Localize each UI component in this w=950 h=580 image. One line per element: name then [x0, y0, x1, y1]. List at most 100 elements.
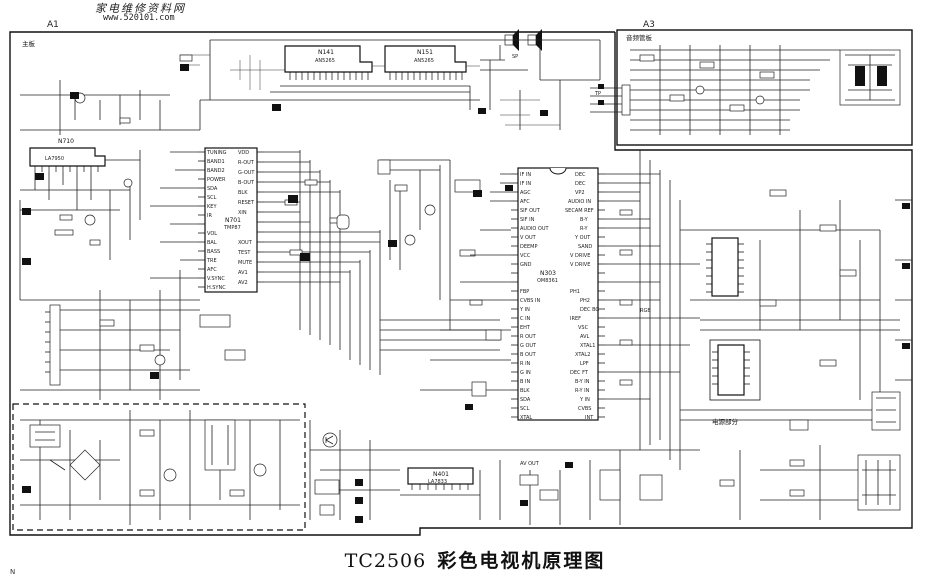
pin-label: CVBS — [578, 406, 591, 412]
ic-n141-part: AN5265 — [315, 58, 335, 64]
rgb-label: RGB — [640, 308, 651, 314]
ic-n151-ref: N151 — [417, 49, 433, 56]
power-section-label: 电源部分 — [712, 417, 739, 426]
ic-n710-ref: N710 — [58, 138, 74, 145]
pin-label: B IN — [520, 379, 530, 385]
pin-label: IF IN — [520, 172, 531, 178]
pin-label: POWER — [207, 177, 226, 183]
pin-label: XOUT — [238, 240, 253, 246]
av-board-frame — [616, 29, 913, 146]
pin-label: R-OUT — [238, 160, 255, 166]
speaker-label: SP — [512, 54, 518, 60]
power-section — [20, 410, 300, 525]
pin-label: DEC FT — [570, 370, 589, 376]
pin-label: SAND — [578, 244, 592, 250]
pin-label: CVBS IN — [520, 298, 540, 304]
left-middle-section — [20, 258, 246, 400]
pin-label: BASS — [207, 249, 220, 255]
pin-label: XTAL — [520, 415, 532, 421]
pin-label: EHT — [520, 325, 531, 331]
ic-n701-left-pins: TUNING BAND1 BAND2 POWER SDA SCL KEY IR … — [206, 150, 227, 291]
pin-label: Y IN — [519, 307, 530, 313]
crystal — [336, 214, 350, 230]
pin-label: VSC — [578, 325, 589, 331]
ic-n701: N701 TMP87 TUNING BAND1 BAND2 POWER SDA … — [150, 147, 381, 375]
bridge-rectifier — [69, 449, 101, 481]
section-a1-label: A1 — [47, 20, 59, 30]
pin-label: SCL — [207, 195, 217, 201]
pin-label: VDD — [238, 150, 249, 156]
pin-label: PH2 — [580, 298, 590, 304]
pin-label: VCC — [520, 253, 531, 259]
corner-mark: N — [10, 568, 16, 576]
pin-label: IR — [207, 213, 212, 219]
pin-label: R IN — [520, 361, 531, 367]
center-section — [377, 159, 513, 351]
pin-label: R OUT — [520, 334, 537, 340]
right-section — [680, 189, 912, 520]
pin-label: BLK — [520, 388, 530, 394]
pin-label: FBP — [520, 289, 529, 295]
pin-label: XTAL1 — [580, 343, 595, 349]
pin-label: SIF OUT — [520, 208, 541, 214]
pin-label: AUDIO OUT — [520, 226, 550, 232]
diagram-caption: TC2506 彩色电视机原理图 — [0, 546, 950, 573]
pin-label: B-Y IN — [575, 379, 590, 385]
frame-group — [9, 29, 913, 536]
caption-model: TC2506 — [344, 550, 427, 572]
pin-label: GND — [520, 262, 532, 268]
pin-label: SIF IN — [520, 217, 535, 223]
pin-label: INT — [585, 415, 594, 421]
ic-n710-body — [29, 147, 106, 167]
flyback-transformer — [857, 454, 901, 511]
ic-n710: N710 LA7950 — [19, 138, 141, 300]
pin-label: PH1 — [570, 289, 580, 295]
ic-n141-ref: N141 — [318, 49, 334, 56]
ic-n701-part: TMP87 — [223, 225, 241, 231]
pin-label: SCL — [520, 406, 530, 412]
pin-label: H.SYNC — [207, 285, 226, 291]
pin-label: G IN — [520, 370, 531, 376]
pin-label: SDA — [207, 186, 218, 192]
ic-n701-ref: N701 — [225, 217, 241, 224]
pin-label: RESET — [238, 200, 255, 206]
pin-label: TRE — [206, 258, 217, 264]
ic-n303-right-pins: DEC DEC VP2 AUDIO IN SECAM REF B-Y R-Y Y… — [565, 172, 599, 421]
ic-n401-body — [407, 467, 474, 485]
pin-label: VOL — [207, 231, 217, 237]
pin-label: BAND2 — [207, 168, 225, 174]
pin-label: R-Y — [580, 226, 588, 232]
ic-n303-part: OM8361 — [537, 278, 558, 284]
pin-label: DEEMP — [520, 244, 538, 250]
ic-n303-left-pins: IF IN IF IN AGC AFC SIF OUT SIF IN AUDIO… — [519, 172, 550, 421]
pin-label: XIN — [238, 210, 247, 216]
main-board-frame — [9, 31, 913, 536]
pin-label: AV1 — [238, 270, 248, 276]
pin-label: DEC — [575, 172, 586, 178]
power-section-frame — [12, 403, 306, 531]
ic-n303-body — [517, 167, 599, 421]
pin-label: AUDIO IN — [568, 199, 591, 205]
tuner — [49, 304, 61, 386]
pin-label: BAND1 — [207, 159, 225, 165]
pin-label: TEST — [237, 250, 251, 256]
pin-label: DEC — [575, 181, 586, 187]
av-connector — [621, 84, 631, 116]
pin-label: G OUT — [520, 343, 537, 349]
pin-label: V.SYNC — [207, 276, 225, 282]
watermark-site-name: 家电维修资料网 — [95, 2, 186, 15]
pin-label: R-Y IN — [575, 388, 590, 394]
ic-dip-1 — [711, 237, 739, 297]
pin-label: AVL — [580, 334, 590, 340]
pin-label: C IN — [520, 316, 531, 322]
switch-transformer — [204, 419, 236, 471]
tp-label: TP — [594, 91, 601, 97]
pin-label: DEC BG — [580, 307, 599, 313]
ic-n303: N303 OM8361 IF IN IF IN AGC AFC SIF OUT … — [420, 150, 700, 470]
pin-label: VP2 — [575, 190, 585, 196]
watermark-url: www.520101.com — [103, 13, 175, 23]
pin-label: IF IN — [520, 181, 531, 187]
pin-label: AV2 — [238, 280, 248, 286]
pin-label: BAL — [207, 240, 217, 246]
